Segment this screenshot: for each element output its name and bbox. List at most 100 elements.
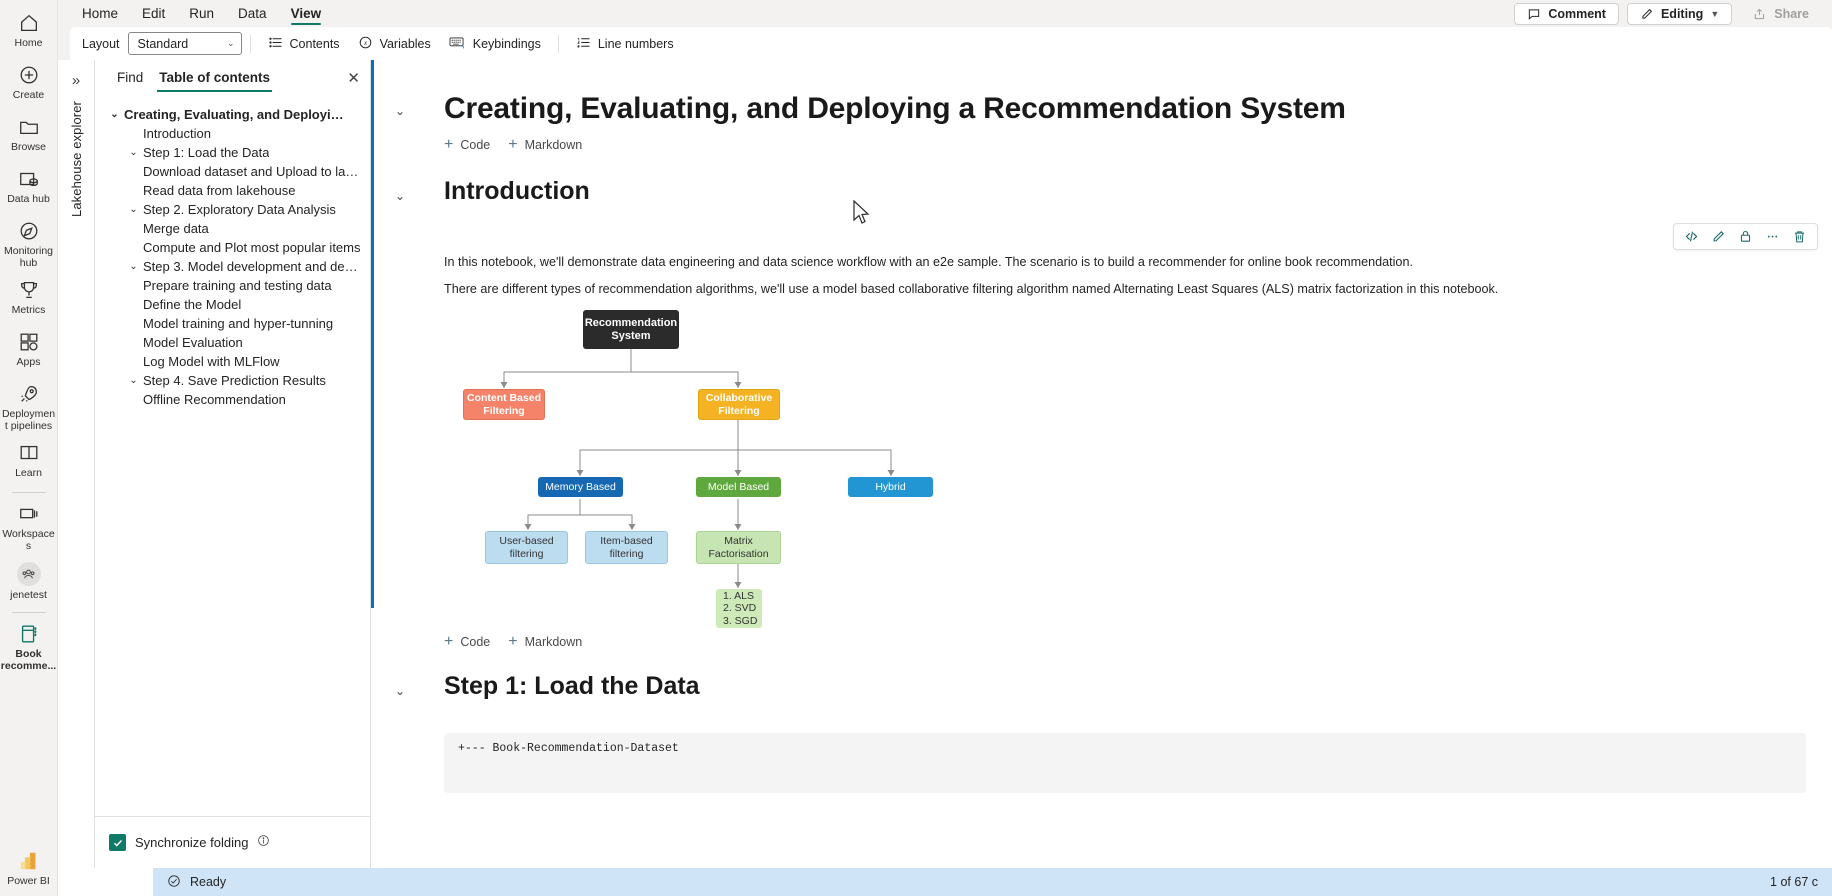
- tab-data[interactable]: Data: [238, 6, 267, 21]
- toc-item-compute-plot[interactable]: Compute and Plot most popular items: [95, 238, 370, 257]
- chevron-down-icon[interactable]: ⌄: [394, 684, 406, 698]
- toc-item-step2[interactable]: ⌄ Step 2. Exploratory Data Analysis: [95, 200, 370, 219]
- add-markdown-cell-button[interactable]: + Markdown: [508, 137, 582, 153]
- add-markdown-cell-button[interactable]: + Markdown: [508, 634, 582, 650]
- share-button[interactable]: Share: [1740, 3, 1822, 25]
- synchronize-folding-checkbox[interactable]: [109, 834, 126, 851]
- toc-item-model-evaluation[interactable]: Model Evaluation: [95, 333, 370, 352]
- lakehouse-explorer-strip[interactable]: » Lakehouse explorer: [58, 60, 95, 868]
- toc-item-introduction[interactable]: Introduction: [95, 124, 370, 143]
- line-numbers-label: Line numbers: [597, 36, 674, 51]
- chevron-down-icon: ⌄: [226, 38, 235, 48]
- sidebar-item-data-hub[interactable]: Data hub: [0, 162, 58, 214]
- tab-find[interactable]: Find: [117, 70, 144, 85]
- comment-icon: [1527, 7, 1541, 21]
- toc-item-label: Step 3. Model development and deploy: [143, 259, 364, 274]
- plus-circle-icon: [18, 64, 40, 86]
- sidebar-item-home[interactable]: Home: [0, 6, 58, 58]
- chevron-down-icon[interactable]: ⌄: [394, 189, 406, 203]
- toc-item-title[interactable]: ⌄ Creating, Evaluating, and Deploying a …: [95, 105, 370, 124]
- toc-item-model-training[interactable]: Model training and hyper-tunning: [95, 314, 370, 333]
- command-divider: [557, 34, 559, 53]
- keybindings-toggle[interactable]: Keybindings: [440, 31, 550, 56]
- chevron-down-icon: ▼: [1710, 8, 1720, 19]
- view-command-bar: Layout Standard ⌄ Contents: [58, 27, 1832, 60]
- chevron-double-right-icon[interactable]: »: [71, 72, 81, 89]
- sidebar-item-browse[interactable]: Browse: [0, 110, 58, 162]
- chevron-down-icon[interactable]: ⌄: [129, 375, 138, 386]
- sidebar-item-deployment-pipelines[interactable]: Deployment pipelines: [0, 377, 58, 436]
- list-contents-icon: [268, 35, 283, 53]
- toc-item-download-dataset[interactable]: Download dataset and Upload to lakehouse: [95, 162, 370, 181]
- toc-item-offline-recommendation[interactable]: Offline Recommendation: [95, 390, 370, 409]
- comment-button[interactable]: Comment: [1514, 2, 1619, 25]
- tab-home[interactable]: Home: [82, 6, 119, 21]
- active-cell-indicator: [371, 60, 374, 608]
- toc-item-prepare-training[interactable]: Prepare training and testing data: [95, 276, 370, 295]
- diagram-node-content-based-filtering: Content Based Filtering: [463, 389, 545, 420]
- diagram-node-memory-based: Memory Based: [538, 477, 623, 497]
- chevron-down-icon[interactable]: ⌄: [110, 109, 119, 120]
- tab-view[interactable]: View: [279, 0, 334, 27]
- chevron-down-icon[interactable]: ⌄: [129, 147, 138, 158]
- code-brackets-icon[interactable]: [1678, 224, 1705, 249]
- sidebar-item-power-bi[interactable]: Power BI: [0, 844, 58, 896]
- code-text: +--- Book-Recommendation-Dataset: [458, 742, 679, 755]
- toc-item-step1[interactable]: ⌄ Step 1: Load the Data: [95, 143, 370, 162]
- add-markdown-label: Markdown: [524, 635, 583, 649]
- add-code-cell-button[interactable]: + Code: [444, 137, 490, 153]
- variables-toggle[interactable]: x Variables: [349, 31, 440, 56]
- toc-item-label: Prepare training and testing data: [143, 278, 332, 293]
- layout-select[interactable]: Standard ⌄: [127, 32, 242, 55]
- toc-item-label: Offline Recommendation: [143, 392, 286, 407]
- toc-item-merge-data[interactable]: Merge data: [95, 219, 370, 238]
- synchronize-folding-row[interactable]: Synchronize folding: [95, 816, 370, 868]
- tab-table-of-contents[interactable]: Table of contents: [151, 70, 278, 92]
- sidebar-item-learn[interactable]: Learn: [0, 436, 58, 488]
- diagram-node-algorithms: 1. ALS 2. SVD 3. SGD: [716, 589, 762, 628]
- ellipsis-icon[interactable]: [1759, 224, 1786, 249]
- sidebar-label: Home: [14, 37, 43, 49]
- intro-paragraph-1: In this notebook, we'll demonstrate data…: [444, 255, 1413, 269]
- sidebar-item-metrics[interactable]: Metrics: [0, 273, 58, 325]
- toc-item-label: Model Evaluation: [143, 335, 243, 350]
- diagram-node-matrix-factorisation: Matrix Factorisation: [696, 531, 781, 564]
- plus-icon: +: [508, 136, 518, 153]
- code-cell-output[interactable]: +--- Book-Recommendation-Dataset: [444, 733, 1806, 793]
- toc-item-label: Model training and hyper-tunning: [143, 316, 334, 331]
- algo-line-3: 3. SGD: [723, 614, 758, 627]
- add-code-label: Code: [460, 138, 491, 152]
- tab-run[interactable]: Run: [189, 6, 215, 21]
- editing-mode-button[interactable]: Editing ▼: [1626, 2, 1733, 25]
- lakehouse-explorer-label[interactable]: Lakehouse explorer: [68, 101, 84, 217]
- toc-item-log-model-mlflow[interactable]: Log Model with MLFlow: [95, 352, 370, 371]
- trash-icon[interactable]: [1786, 224, 1813, 249]
- toc-item-read-data[interactable]: Read data from lakehouse: [95, 181, 370, 200]
- chevron-down-icon[interactable]: ⌄: [394, 104, 406, 118]
- status-state: Ready: [190, 875, 227, 889]
- plus-icon: +: [444, 633, 454, 650]
- info-circle-icon[interactable]: [257, 834, 270, 852]
- toc-item-step3[interactable]: ⌄ Step 3. Model development and deploy: [95, 257, 370, 276]
- workspaces-icon: [18, 503, 40, 525]
- chevron-down-icon[interactable]: ⌄: [129, 261, 138, 272]
- line-numbers-toggle[interactable]: Line numbers: [567, 31, 683, 56]
- toc-item-step4[interactable]: ⌄ Step 4. Save Prediction Results: [95, 371, 370, 390]
- sidebar-item-monitoring-hub[interactable]: Monitoring hub: [0, 214, 58, 273]
- lock-icon[interactable]: [1732, 224, 1759, 249]
- tab-edit[interactable]: Edit: [142, 6, 166, 21]
- close-icon[interactable]: ✕: [347, 70, 360, 87]
- status-right: 1 of 67 c: [1770, 875, 1832, 889]
- contents-toggle[interactable]: Contents: [259, 31, 349, 56]
- sidebar-item-tenant[interactable]: jenetest: [0, 556, 58, 608]
- toc-item-define-model[interactable]: Define the Model: [95, 295, 370, 314]
- monitoring-hub-icon: [18, 220, 40, 242]
- add-code-cell-button[interactable]: + Code: [444, 634, 490, 650]
- chevron-down-icon[interactable]: ⌄: [129, 204, 138, 215]
- data-hub-icon: [18, 168, 40, 190]
- sidebar-item-book-recommendation[interactable]: Book recomme...: [0, 617, 58, 676]
- sidebar-item-workspaces[interactable]: Workspaces: [0, 497, 58, 556]
- sidebar-item-apps[interactable]: Apps: [0, 325, 58, 377]
- sidebar-item-create[interactable]: Create: [0, 58, 58, 110]
- pencil-icon[interactable]: [1705, 224, 1732, 249]
